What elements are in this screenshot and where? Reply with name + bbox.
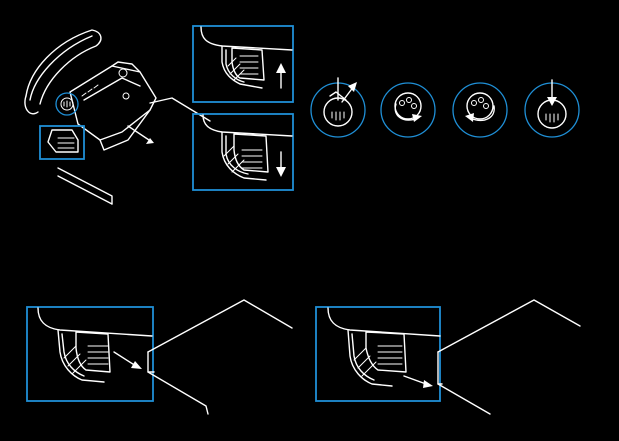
knob-press-icon (310, 77, 366, 138)
wheel-base-overview (24, 29, 211, 205)
clamp-slide-left-panel (26, 299, 293, 415)
clamp-slide-right-frame (315, 306, 441, 402)
knob-pull-icon (524, 79, 580, 138)
clamp-down-panel (192, 113, 294, 191)
clamp-highlight-box (39, 125, 85, 160)
arrow-up-icon (276, 63, 286, 73)
knob-rotate-clockwise-icon (380, 82, 436, 138)
clamp-up-panel (192, 25, 294, 103)
clamp-slide-left-frame (26, 306, 154, 402)
clamp-up-frame (192, 25, 294, 103)
arrow-down-icon (276, 167, 286, 177)
knob-rotate-counterclockwise-icon (452, 82, 508, 138)
clamp-down-frame (192, 113, 294, 191)
clamp-slide-right-panel (315, 299, 581, 415)
